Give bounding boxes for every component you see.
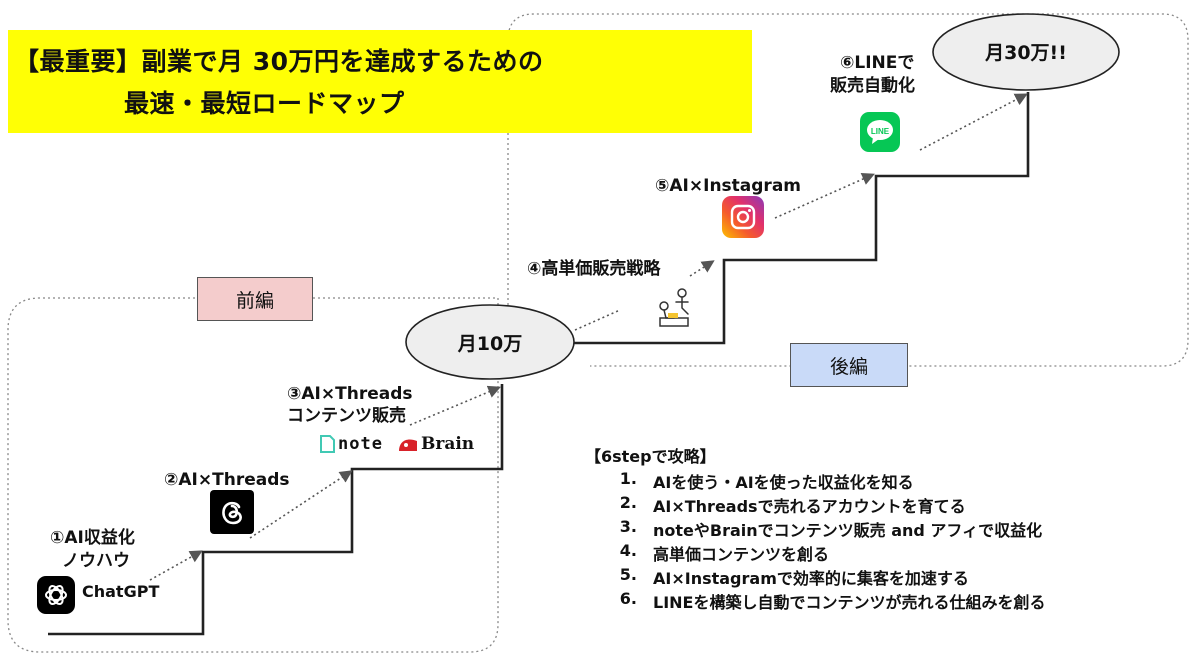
page-title: 【最重要】副業で月 30万円を達成するための	[14, 47, 544, 76]
list-item: 1.AIを使う・AIを使った収益化を知る	[619, 469, 914, 492]
step1-sublabel: ノウハウ	[62, 551, 130, 571]
list-item: 3.noteやBrainでコンテンツ販売 and アフィで収益化	[619, 517, 1043, 540]
progress-arrow	[149, 550, 203, 581]
step6-label: ⑥LINEで	[840, 53, 915, 73]
milestone-mid-ellipse	[405, 304, 575, 380]
progress-arrow	[574, 309, 621, 331]
line-logo-text: LINE	[871, 127, 890, 136]
milestone-mid-label: 月10万	[457, 332, 523, 355]
step5-label: ⑤AI×Instagram	[655, 176, 802, 196]
note-logo-text: note	[338, 434, 383, 454]
progress-arrow	[689, 260, 715, 277]
step3-label: ③AI×Threads	[287, 384, 413, 404]
step1-label: ①AI収益化	[50, 528, 135, 548]
step2-label: ②AI×Threads	[164, 470, 290, 490]
back-section-tag: 後編	[790, 343, 908, 387]
instagram-icon	[722, 196, 764, 238]
brain-logo-text: Brain	[421, 434, 475, 454]
progress-arrow	[919, 93, 1028, 151]
back-staircase	[572, 92, 1030, 345]
strategy-heading: 【6stepで攻略】	[585, 447, 716, 466]
strategy-list: 1.AIを使う・AIを使った収益化を知る 2.AI×Threadsで売れるアカウ…	[585, 469, 1046, 613]
step4-label: ④高単価販売戦略	[527, 259, 661, 279]
chatgpt-icon	[37, 576, 75, 614]
step6-sublabel: 販売自動化	[830, 76, 915, 96]
back-region-outline	[507, 13, 1189, 367]
front-staircase	[48, 384, 504, 636]
note-icon	[320, 435, 335, 453]
line-icon: LINE	[860, 112, 900, 152]
list-item: 2.AI×Threadsで売れるアカウントを育てる	[619, 493, 966, 516]
title-banner	[8, 30, 752, 133]
front-section-tag: 前編	[197, 277, 313, 321]
threads-icon	[210, 490, 254, 534]
chatgpt-logo-text: ChatGPT	[82, 582, 160, 601]
list-item: 5.AI×Instagramで効率的に集客を加速する	[619, 565, 969, 588]
progress-arrow	[409, 385, 501, 426]
milestone-goal-label: 月30万!!	[985, 41, 1067, 64]
list-item: 4.高単価コンテンツを創る	[619, 541, 830, 564]
consulting-illustration-icon	[659, 288, 689, 327]
page-subtitle: 最速・最短ロードマップ	[124, 89, 405, 118]
list-item: 6.LINEを構築し自動でコンテンツが売れる仕組みを創る	[619, 589, 1046, 612]
front-region-outline	[7, 297, 499, 653]
step3-sublabel: コンテンツ販売	[287, 406, 406, 426]
brain-icon	[399, 439, 417, 451]
milestone-goal-ellipse	[932, 13, 1120, 91]
